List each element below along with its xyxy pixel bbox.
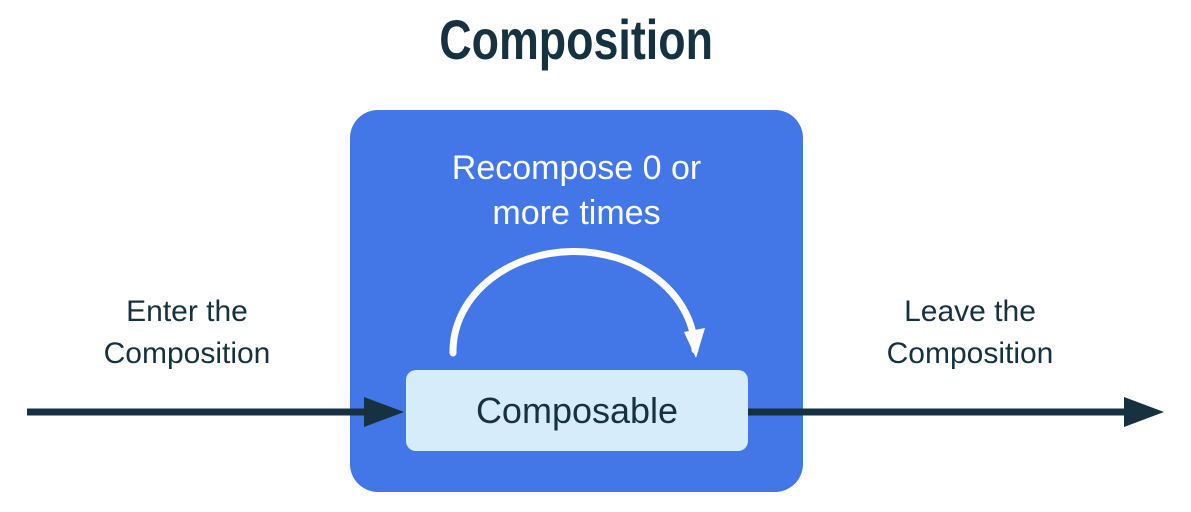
enter-arrow <box>27 397 404 427</box>
leave-label-line2: Composition <box>886 337 1054 370</box>
enter-label-line2: Composition <box>103 337 271 370</box>
composable-box: Composable <box>406 370 748 451</box>
leave-composition-label: Leave the Composition <box>820 291 1120 375</box>
page-title: Composition <box>350 12 803 68</box>
page-title-text: Composition <box>439 8 714 71</box>
recompose-label-line1: Recompose 0 or <box>451 149 702 187</box>
composable-label: Composable <box>475 389 679 431</box>
recompose-label: Recompose 0 or more times <box>350 146 803 236</box>
recompose-label-line2: more times <box>492 194 661 232</box>
leave-arrowhead <box>1124 397 1164 427</box>
leave-arrow <box>748 397 1164 427</box>
enter-composition-label: Enter the Composition <box>37 291 337 375</box>
leave-label-line1: Leave the <box>904 295 1036 328</box>
enter-label-line1: Enter the <box>126 295 248 328</box>
